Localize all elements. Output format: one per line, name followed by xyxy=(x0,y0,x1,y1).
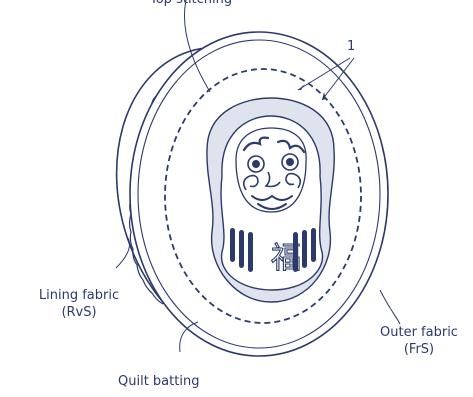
leader-lining xyxy=(116,238,130,268)
callout-number-1: 1 xyxy=(347,38,355,55)
daruma-kanji: 福 xyxy=(271,241,301,276)
lining-fabric-label: Lining fabric (RvS) xyxy=(15,287,143,321)
outer-fabric-label: Outer fabric (FrS) xyxy=(368,324,470,358)
top-stitching-label: Top stitching xyxy=(150,0,232,8)
quilt-batting-label: Quilt batting xyxy=(118,373,199,390)
leader-outer xyxy=(380,290,400,324)
